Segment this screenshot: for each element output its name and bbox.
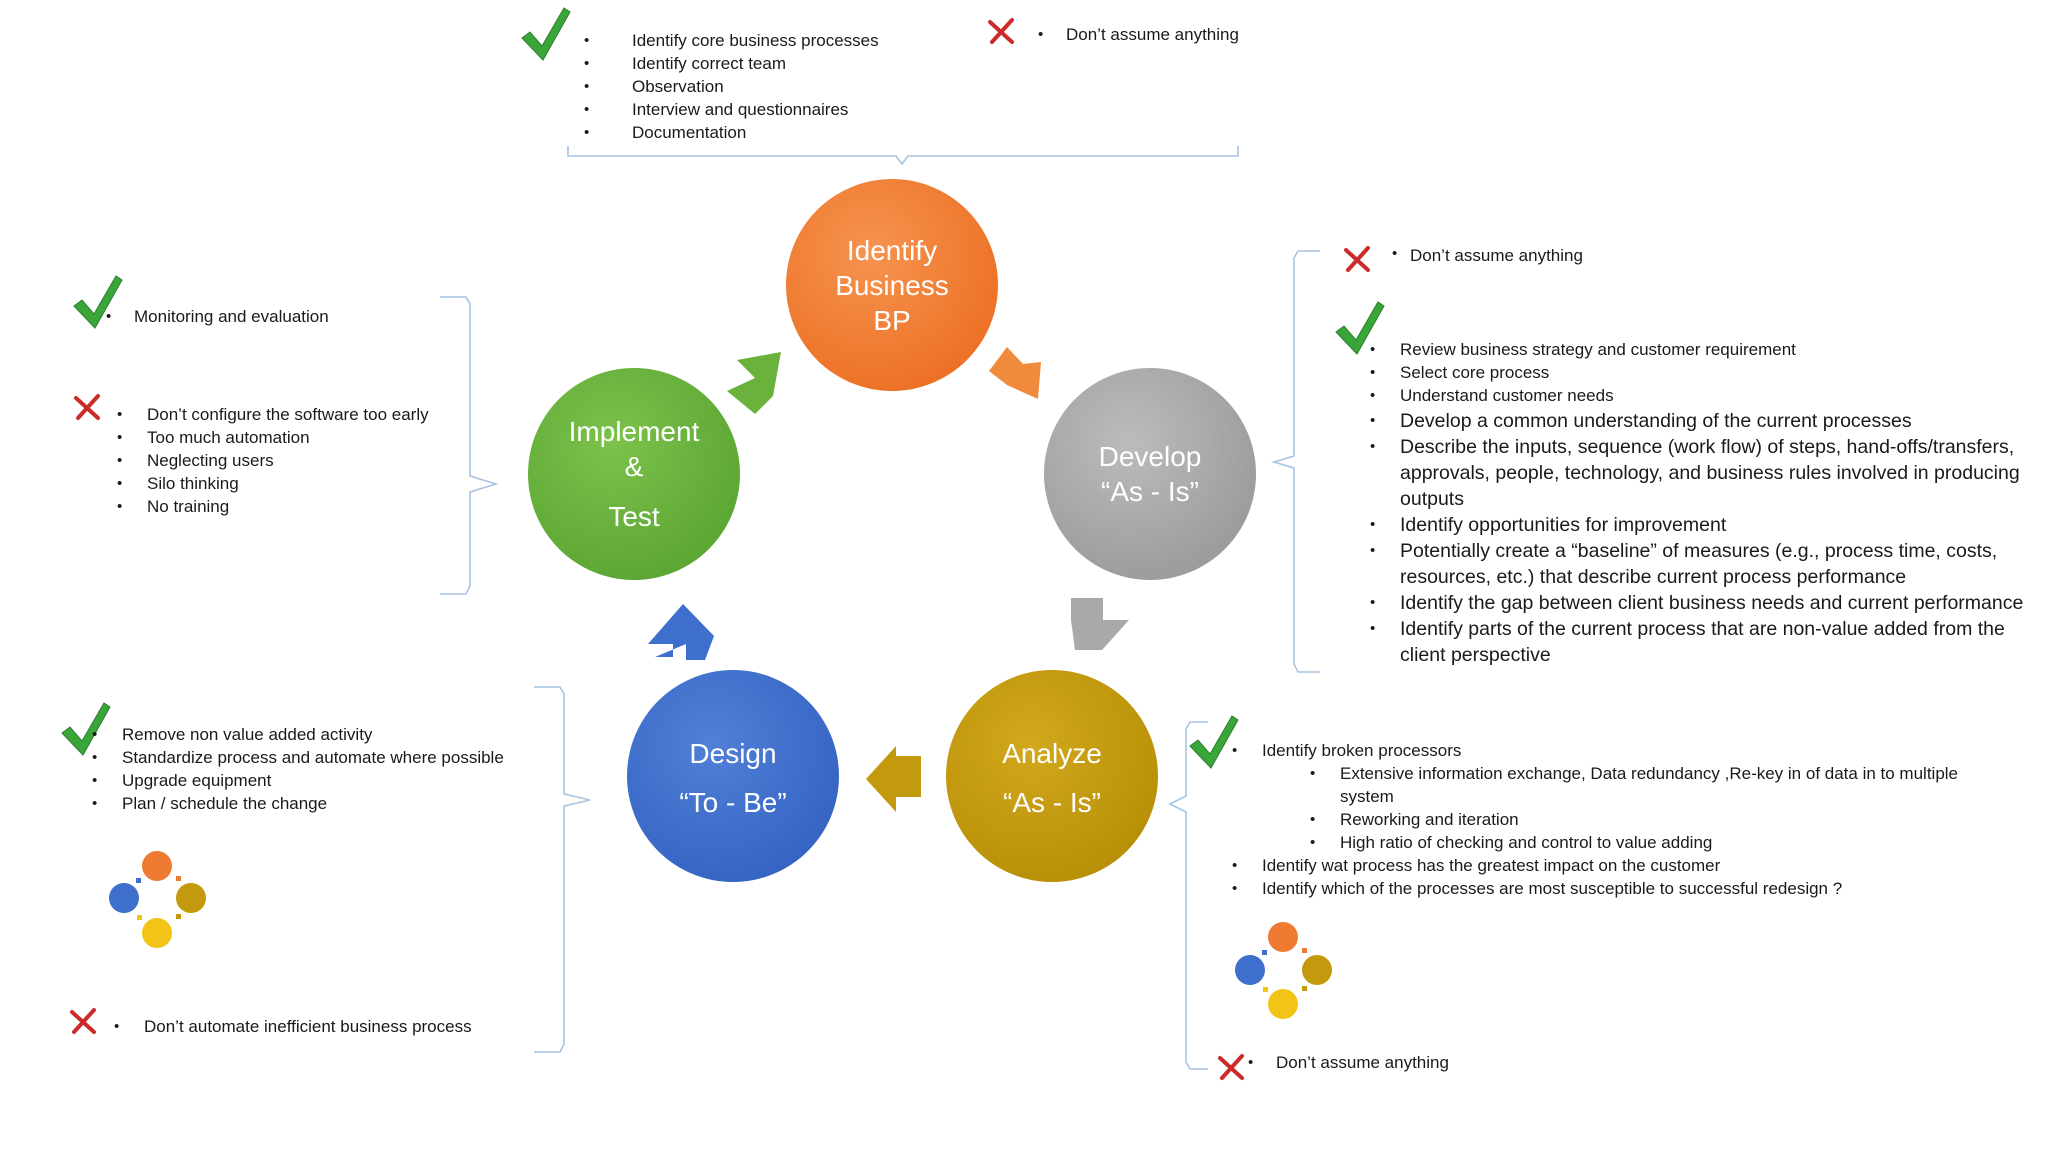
left-bottom-bracket xyxy=(534,686,591,1053)
develop-line1: Develop xyxy=(1099,441,1202,472)
list-item: Remove non value added activity xyxy=(92,723,504,746)
list-item: Don’t configure the software too early xyxy=(117,403,429,426)
right-top-bracket xyxy=(1271,250,1320,673)
left-top-do-list: Monitoring and evaluation xyxy=(106,305,329,328)
top-dont-list: Don’t assume anything xyxy=(1038,23,1239,46)
cross-mark-icon xyxy=(988,18,1014,44)
list-item: Upgrade equipment xyxy=(92,769,504,792)
check-mark-icon xyxy=(73,275,123,329)
mini-cycle-icon xyxy=(1235,922,1332,1019)
list-item: Neglecting users xyxy=(117,449,429,472)
list-item: Documentation xyxy=(584,121,879,144)
identify-circle xyxy=(786,179,998,391)
analyze-circle xyxy=(946,670,1158,882)
list-item: Identify parts of the current process th… xyxy=(1370,616,2040,668)
list-item: Understand customer needs xyxy=(1370,384,1796,407)
identify-line3: BP xyxy=(873,305,910,336)
list-item: No training xyxy=(117,495,429,518)
arrow-design-to-implement xyxy=(648,604,714,660)
list-item: Identify wat process has the greatest im… xyxy=(1232,854,2002,877)
left-bottom-do-list: Remove non value added activity Standard… xyxy=(92,723,504,815)
implement-line3: Test xyxy=(608,501,660,532)
list-item: Identify correct team xyxy=(584,52,879,75)
sub-list-item: Extensive information exchange, Data red… xyxy=(1262,762,2002,808)
check-mark-icon xyxy=(521,7,571,61)
list-item: Potentially create a “baseline” of measu… xyxy=(1370,538,2040,590)
list-item: Identify opportunities for improvement xyxy=(1370,512,2040,538)
design-line2: “To - Be” xyxy=(679,787,786,818)
cross-mark-icon xyxy=(1218,1054,1244,1080)
implement-circle xyxy=(528,368,740,580)
design-circle xyxy=(627,670,839,882)
list-item: Select core process xyxy=(1370,361,1796,384)
list-item: Develop a common understanding of the cu… xyxy=(1370,408,2040,434)
right-bottom-dont-list: Don’t assume anything xyxy=(1248,1051,1449,1074)
brackets xyxy=(440,146,1320,1070)
sub-list-item: High ratio of checking and control to va… xyxy=(1262,831,2002,854)
arrow-develop-to-analyze xyxy=(1071,598,1129,650)
develop-circle xyxy=(1044,368,1256,580)
cross-mark-icon xyxy=(1344,246,1370,272)
list-item: Identify the gap between client business… xyxy=(1370,590,2040,616)
right-top-do-small-list: Review business strategy and customer re… xyxy=(1370,338,1796,407)
list-item: Don’t assume anything xyxy=(1038,23,1239,46)
left-bottom-dont-list: Don’t automate inefficient business proc… xyxy=(114,1015,472,1038)
list-item: Don’t assume anything xyxy=(1392,242,1583,267)
develop-line2: “As - Is” xyxy=(1101,476,1199,507)
right-bottom-bracket xyxy=(1168,721,1208,1070)
implement-line1: Implement xyxy=(569,416,700,447)
check-mark-icon xyxy=(61,702,111,756)
list-item: Identify which of the processes are most… xyxy=(1232,877,2002,900)
arrow-implement-to-identify xyxy=(727,352,781,414)
analyze-line2: “As - Is” xyxy=(1003,787,1101,818)
design-line1: Design xyxy=(689,738,776,769)
list-item: Plan / schedule the change xyxy=(92,792,504,815)
left-top-bracket xyxy=(440,296,499,595)
list-item: Monitoring and evaluation xyxy=(106,305,329,328)
list-item: Standardize process and automate where p… xyxy=(92,746,504,769)
sub-list-item: Reworking and iteration xyxy=(1262,808,2002,831)
mini-cycle-icon xyxy=(109,851,206,948)
left-top-dont-list: Don’t configure the software too early T… xyxy=(117,403,429,518)
top-do-list: Identify core business processes Identif… xyxy=(584,29,879,144)
right-bottom-do-list: Identify broken processors Extensive inf… xyxy=(1232,739,2002,900)
arrow-analyze-to-design xyxy=(866,746,921,812)
identify-line1: Identify xyxy=(847,235,937,266)
top-bracket xyxy=(567,146,1239,166)
list-item: Don’t assume anything xyxy=(1248,1051,1449,1074)
list-item: Review business strategy and customer re… xyxy=(1370,338,1796,361)
list-item: Don’t automate inefficient business proc… xyxy=(114,1015,472,1038)
analyze-line1: Analyze xyxy=(1002,738,1102,769)
list-item: Identify broken processors xyxy=(1232,739,2002,762)
list-item: Identify core business processes xyxy=(584,29,879,52)
right-top-do-large-list: Develop a common understanding of the cu… xyxy=(1370,408,2040,668)
list-item: Too much automation xyxy=(117,426,429,449)
list-item: Silo thinking xyxy=(117,472,429,495)
cross-mark-icon xyxy=(74,394,100,420)
list-item: Describe the inputs, sequence (work flow… xyxy=(1370,434,2040,512)
identify-line2: Business xyxy=(835,270,949,301)
implement-line2: & xyxy=(625,451,644,482)
list-item: Interview and questionnaires xyxy=(584,98,879,121)
arrow-identify-to-develop xyxy=(989,347,1041,399)
cross-mark-icon xyxy=(70,1008,96,1034)
right-top-dont-list: Don’t assume anything xyxy=(1392,242,1583,267)
check-mark-icon xyxy=(1189,715,1239,769)
check-mark-icon xyxy=(1335,301,1385,355)
list-item: Observation xyxy=(584,75,879,98)
